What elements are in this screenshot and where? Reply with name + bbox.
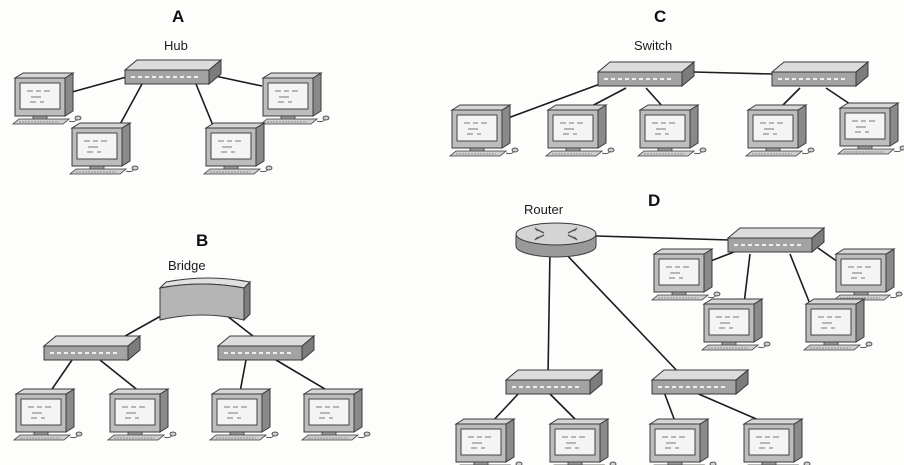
panel-b-letter: B [196, 231, 208, 250]
desktop-computer-icon [453, 418, 523, 465]
switch-icon [651, 369, 749, 395]
panel-a-letter: A [172, 7, 184, 26]
panel-b: B Bridge [13, 231, 371, 441]
cable-hub-pc3 [117, 83, 143, 129]
desktop-computer-icon [651, 248, 721, 301]
desktop-computer-icon [741, 418, 811, 465]
cable-switch-right-pc1 [239, 359, 247, 393]
cable-router-switch-bottom-right [563, 251, 683, 377]
switch-label: Switch [634, 38, 672, 53]
desktop-computer-icon [545, 104, 615, 157]
desktop-computer-icon [745, 104, 815, 157]
desktop-computer-icon [701, 298, 771, 351]
desktop-computer-icon [833, 248, 903, 301]
cable-router-switch-top [595, 235, 731, 241]
panel-a: A Hub [12, 7, 330, 175]
desktop-computer-icon [547, 418, 617, 465]
desktop-computer-icon [647, 418, 717, 465]
switch-icon [771, 61, 869, 87]
panel-d: D Router [453, 191, 903, 465]
desktop-computer-icon [803, 298, 873, 351]
switch-icon [727, 227, 825, 253]
cable-switch1-pc1 [507, 83, 601, 119]
desktop-computer-icon [107, 388, 177, 441]
cable-hub-pc4 [195, 83, 215, 129]
desktop-computer-icon [260, 72, 330, 125]
router-icon [515, 222, 597, 258]
switch-icon [43, 335, 141, 361]
cable-switch-left-pc1 [49, 359, 73, 393]
desktop-computer-icon [203, 122, 273, 175]
panel-d-letter: D [648, 191, 660, 210]
hub-icon [124, 59, 222, 85]
switch-icon [597, 61, 695, 87]
cable-hub-pc2 [214, 75, 263, 87]
desktop-computer-icon [637, 104, 707, 157]
bridge-icon [159, 277, 251, 321]
cable-switch-left-pc2 [99, 359, 141, 393]
switch-icon [217, 335, 315, 361]
hub-label: Hub [164, 38, 188, 53]
panel-c-letter: C [654, 7, 666, 26]
desktop-computer-icon [449, 104, 519, 157]
desktop-computer-icon [837, 102, 904, 155]
cable-switch-top-pc2 [743, 253, 751, 305]
desktop-computer-icon [301, 388, 371, 441]
cable-switch-right-pc2 [275, 359, 331, 393]
desktop-computer-icon [69, 122, 139, 175]
desktop-computer-icon [13, 388, 83, 441]
bridge-label: Bridge [168, 258, 206, 273]
router-label: Router [524, 202, 564, 217]
cable-switch-top-pc4 [817, 247, 839, 263]
cable-switch1-switch2 [693, 71, 773, 75]
desktop-computer-icon [12, 72, 82, 125]
desktop-computer-icon [209, 388, 279, 441]
panel-c: C Switch [449, 7, 904, 157]
cable-hub-pc1 [71, 75, 131, 93]
cable-router-switch-bottom-left [547, 249, 551, 377]
switch-icon [505, 369, 603, 395]
cable-switch-top-pc3 [789, 253, 811, 305]
